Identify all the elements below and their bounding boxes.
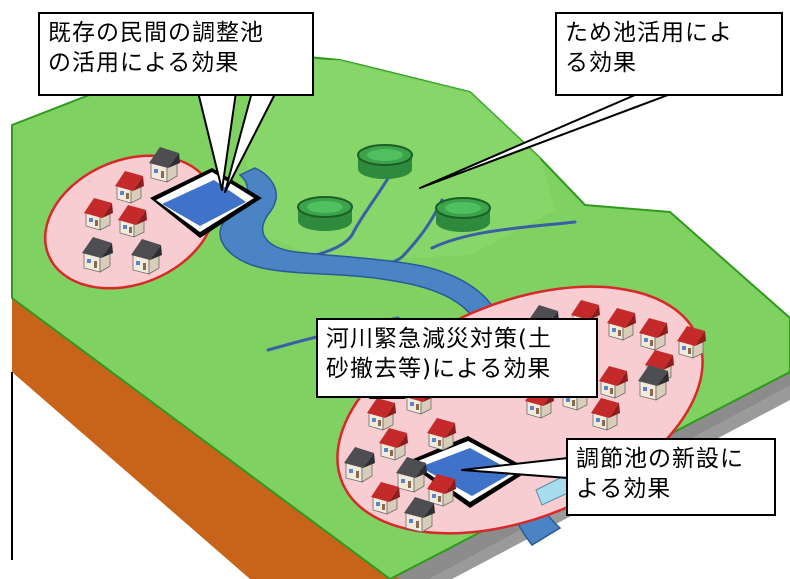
callout-private-pond: 既存の民間の調整池 の活用による効果 [38, 12, 314, 96]
callout-reservoir-line1: ため池活用によ [565, 20, 733, 46]
callout-new-basin-line1: 調節池の新設に [576, 446, 744, 472]
callout-reservoir: ため池活用によ る効果 [555, 12, 783, 96]
callout-river-measures-line2: 砂撤去等)による効果 [326, 356, 552, 383]
new-regulating-basin [406, 436, 571, 508]
callout-river-measures: 河川緊急減災対策(土 砂撤去等)による効果 [316, 318, 598, 398]
callout-river-measures-line1: 河川緊急減災対策(土 [326, 326, 552, 352]
callout-new-basin-line2: よる効果 [576, 476, 672, 503]
callout-reservoir-line2: る効果 [565, 50, 637, 77]
reservoir-ponds [297, 144, 491, 232]
callout-new-basin: 調節池の新設に よる効果 [566, 438, 776, 516]
callout-private-pond-line2: の活用による効果 [48, 50, 240, 77]
main-river [219, 167, 562, 546]
callout-private-pond-line1: 既存の民間の調整池 [48, 20, 264, 46]
